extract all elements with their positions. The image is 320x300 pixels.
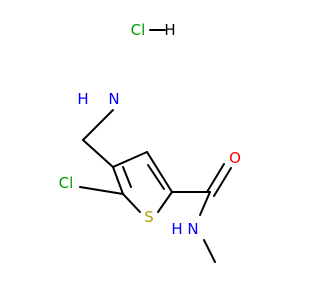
sulfur-label: S <box>144 208 154 226</box>
bond-ch2-c4 <box>82 139 114 168</box>
oxygen-label: O <box>229 149 241 167</box>
bond-s-c5 <box>122 193 141 213</box>
bond-c3-c2-inner <box>147 164 165 190</box>
chlorine-label: Cl <box>59 174 74 192</box>
salt-chlorine-label: Cl <box>131 21 146 39</box>
bond-carbonyl-o-second <box>213 167 232 197</box>
bond-c5-cl <box>79 186 124 195</box>
bond-carbonyl-o <box>206 163 225 193</box>
amide-hydrogen-label: H <box>171 220 182 238</box>
amide-nitrogen-label: N <box>187 220 198 238</box>
bond-carbonyl-n <box>199 191 211 216</box>
salt-hydrogen-label: H <box>164 21 175 39</box>
bond-c5-c4 <box>112 166 124 195</box>
bond-c4-c3 <box>112 151 148 168</box>
bond-n-methyl <box>203 239 216 263</box>
bond-n-ch2 <box>82 109 114 141</box>
bond-c3-c2 <box>146 151 173 193</box>
molecule-structure: Cl H H N Cl S O N H <box>59 21 241 263</box>
bond-c5-c4-inner <box>122 166 132 188</box>
amine-nitrogen-label: N <box>108 90 119 108</box>
bond-c2-s <box>157 191 173 213</box>
amine-hydrogen-label: H <box>77 90 88 108</box>
